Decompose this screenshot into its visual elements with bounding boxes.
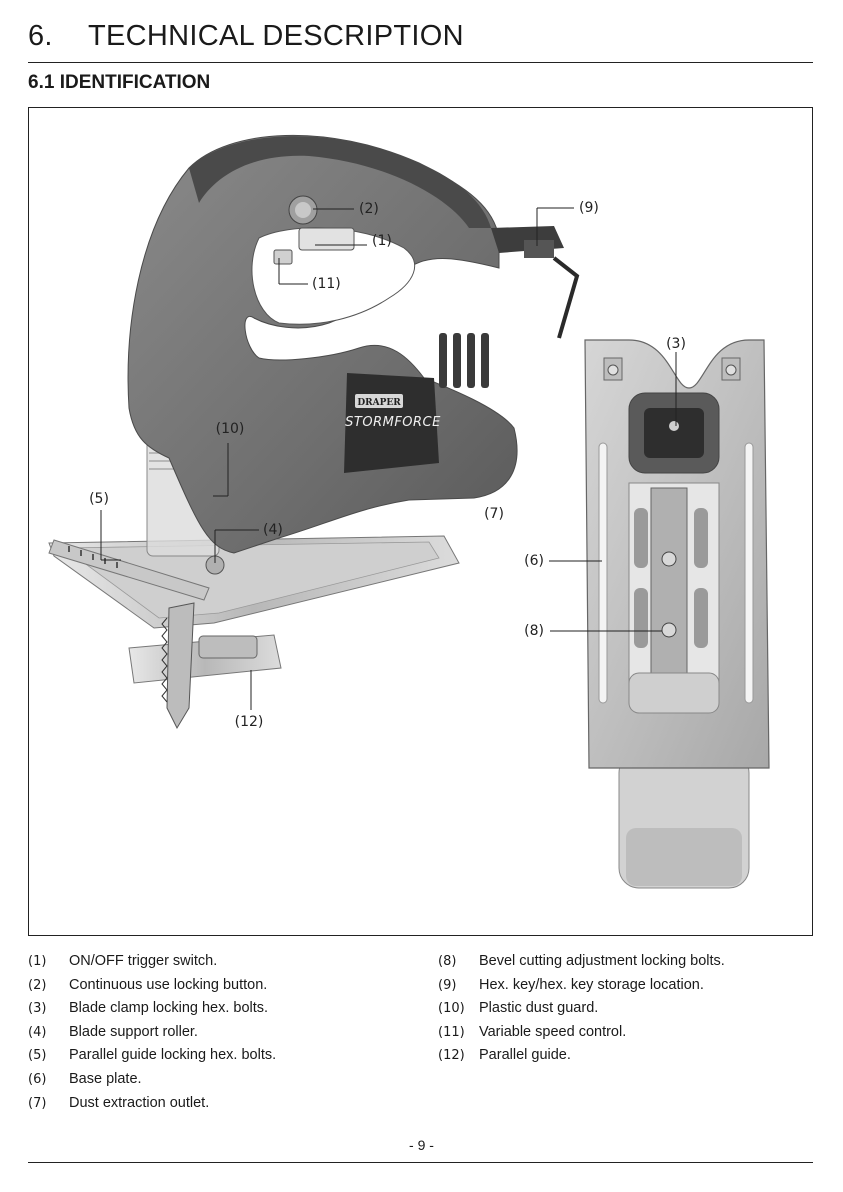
callout-6: (6) bbox=[524, 553, 544, 569]
product-name-text: STORMFORCE bbox=[345, 415, 441, 430]
legend-number: (6) bbox=[28, 1072, 47, 1087]
callout-5: (5) bbox=[89, 491, 109, 507]
legend-text: ON/OFF trigger switch. bbox=[69, 953, 218, 969]
legend-text: Blade clamp locking hex. bolts. bbox=[69, 1000, 269, 1016]
legend-item: (6) Base plate. bbox=[28, 1071, 142, 1087]
identification-figure: DRAPER STORMFORCE bbox=[28, 107, 813, 936]
legend-text: Plastic dust guard. bbox=[479, 1000, 599, 1016]
legend-item: (3) Blade clamp locking hex. bolts. bbox=[28, 1000, 268, 1016]
callout-7: (7) bbox=[484, 506, 504, 522]
brand-logo-text: DRAPER bbox=[357, 398, 401, 408]
legend-item: (9) Hex. key/hex. key storage location. bbox=[438, 977, 704, 993]
legend-item: (12) Parallel guide. bbox=[438, 1047, 571, 1063]
legend-item: (4) Blade support roller. bbox=[28, 1024, 198, 1040]
legend-text: Parallel guide. bbox=[479, 1047, 571, 1063]
legend-text: Continuous use locking button. bbox=[69, 977, 268, 993]
legend-number: (2) bbox=[28, 978, 47, 993]
legend-number: (7) bbox=[28, 1096, 47, 1111]
legend-number: (12) bbox=[438, 1048, 465, 1063]
section-title-text: TECHNICAL DESCRIPTION bbox=[88, 20, 464, 52]
page-number: - 9 - bbox=[409, 1137, 434, 1153]
legend-number: (3) bbox=[28, 1001, 47, 1016]
legend-text: Parallel guide locking hex. bolts. bbox=[69, 1047, 277, 1063]
legend-item: (7) Dust extraction outlet. bbox=[28, 1095, 209, 1111]
callout-2: (2) bbox=[359, 201, 379, 217]
base-plate-underside bbox=[584, 339, 770, 889]
legend-number: (1) bbox=[28, 954, 47, 969]
legend-text: Bevel cutting adjustment locking bolts. bbox=[479, 953, 725, 969]
legend-item: (8) Bevel cutting adjustment locking bolt… bbox=[438, 953, 725, 969]
callout-3: (3) bbox=[666, 336, 686, 352]
footer-rule bbox=[28, 1162, 813, 1163]
section-title: 6. TECHNICAL DESCRIPTION bbox=[28, 20, 464, 53]
legend-item: (5) Parallel guide locking hex. bolts. bbox=[28, 1047, 276, 1063]
callout-11: (11) bbox=[312, 276, 341, 292]
callout-8: (8) bbox=[524, 623, 544, 639]
legend-item: (10) Plastic dust guard. bbox=[438, 1000, 598, 1016]
callout-10: (10) bbox=[216, 421, 245, 437]
legend-item: (1) ON/OFF trigger switch. bbox=[28, 953, 217, 969]
legend-text: Blade support roller. bbox=[69, 1024, 198, 1040]
jigsaw-illustration: DRAPER STORMFORCE bbox=[48, 135, 770, 889]
subsection-title: 6.1 IDENTIFICATION bbox=[28, 72, 211, 93]
legend-text: Dust extraction outlet. bbox=[69, 1095, 210, 1111]
callout-1: (1) bbox=[372, 233, 392, 249]
title-rule bbox=[28, 62, 813, 63]
legend-number: (5) bbox=[28, 1048, 47, 1063]
legend-item: (2) Continuous use locking button. bbox=[28, 977, 267, 993]
section-number: 6. bbox=[28, 20, 53, 52]
jigsaw-side-view: DRAPER STORMFORCE bbox=[48, 135, 580, 730]
callout-4: (4) bbox=[263, 522, 283, 538]
legend-item: (11) Variable speed control. bbox=[438, 1024, 626, 1040]
legend-number: (9) bbox=[438, 978, 457, 993]
leader-lines bbox=[100, 207, 677, 710]
legend-text: Base plate. bbox=[69, 1071, 142, 1087]
legend-number: (11) bbox=[438, 1025, 465, 1040]
legend-text: Hex. key/hex. key storage location. bbox=[479, 977, 704, 993]
legend-number: (10) bbox=[438, 1001, 465, 1016]
legend-number: (8) bbox=[438, 954, 457, 969]
callout-9: (9) bbox=[579, 200, 599, 216]
legend-text: Variable speed control. bbox=[479, 1024, 627, 1040]
callout-12: (12) bbox=[235, 714, 264, 730]
legend-number: (4) bbox=[28, 1025, 47, 1040]
